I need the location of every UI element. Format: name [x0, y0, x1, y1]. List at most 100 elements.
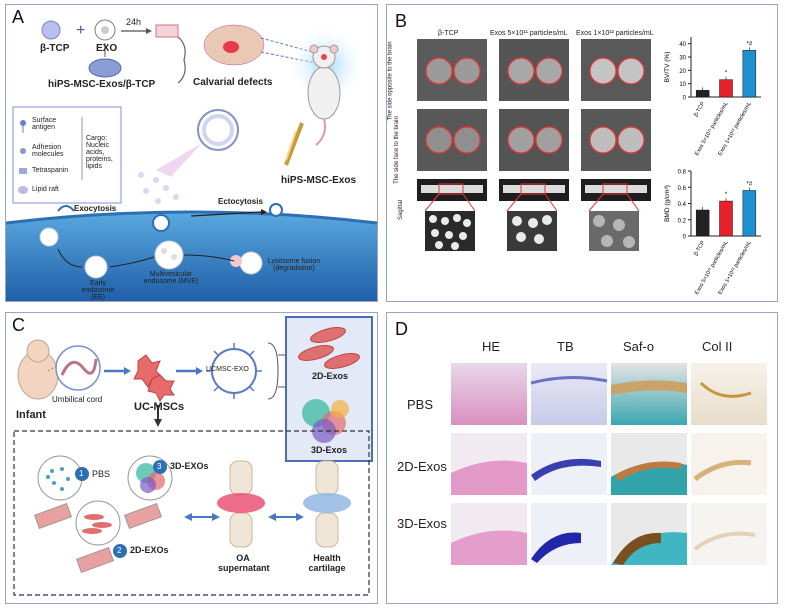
scaffold-icon — [88, 58, 122, 78]
exo-label: EXO — [96, 43, 118, 54]
composite-label: hiPS-MSC-Exos/β-TCP — [48, 79, 156, 90]
mouse-icon — [307, 66, 341, 120]
bvtv-ytick-label-2: 20 — [679, 69, 686, 75]
bmd-ytick-label-2: 0.4 — [678, 202, 687, 208]
microct-grid — [417, 39, 651, 251]
row-2d-exos: 2D-Exos — [397, 459, 447, 474]
bmd-ytick-label-0: 0 — [683, 235, 687, 241]
msc-cells-icon — [133, 354, 175, 402]
bvtv-bar-0 — [695, 90, 710, 98]
microct-row-2 — [417, 109, 651, 171]
bvtv-ytick-label-1: 10 — [679, 82, 686, 88]
lysosome-label: Lysosome fusion (degradation) — [267, 258, 321, 272]
step-1-number: 1 — [79, 469, 84, 478]
histology-grid — [451, 363, 767, 565]
umbilical-cord-icon — [55, 345, 101, 391]
bvtv-ytick-label-3: 30 — [679, 56, 686, 62]
well-plate-icon — [155, 24, 179, 38]
legend-tetraspanin: Tetraspanin — [32, 167, 69, 174]
cell-membrane — [6, 212, 377, 301]
col-safo: Saf-o — [623, 339, 655, 354]
bmd-ytick-label-1: 0.2 — [678, 218, 687, 224]
histology-row-3d-exos — [451, 503, 767, 565]
col-col2: Col II — [702, 339, 733, 354]
legend-cargo: Cargo: Nucleic acids, proteins, lipids — [86, 135, 113, 170]
bvtv-bar-1 — [719, 79, 733, 98]
legend-box — [12, 106, 122, 204]
panel-d: D HE TB Saf-o Col II PBS 2D-Exos 3D-Exos — [386, 312, 778, 604]
experiment-box — [13, 430, 370, 596]
legend-surface: Surface antigen — [32, 117, 57, 131]
histology-row-pbs — [451, 363, 767, 425]
bvtv-ylabel: BV/TV (%) — [664, 52, 671, 83]
umbilical-label: Umbilical cord — [52, 395, 103, 404]
plus-icon: + — [76, 22, 85, 39]
3d-exos-label: 3D-Exos — [311, 445, 348, 455]
early-endosome-label: Early endosome (EE) — [81, 280, 115, 301]
bvtv-annotation-1: * — [725, 71, 728, 77]
step-2-number: 2 — [117, 546, 122, 555]
panel-a-illustration: + — [6, 19, 377, 301]
3d-exos-step-label: 3D-EXOs — [170, 461, 209, 471]
bracket-icon — [177, 36, 186, 84]
row-pbs: PBS — [407, 397, 434, 412]
bmd-ylabel: BMD (g/cm³) — [664, 185, 671, 222]
col-label-exos-1e12: Exos 1×10¹² particles/mL — [576, 30, 654, 37]
panel-b: B β-TCP Exos 5×10¹¹ particles/mL Exos 1×… — [386, 4, 778, 302]
bvtv-category-0: β-TCP — [693, 101, 706, 118]
col-label-exos-5e11: Exos 5×10¹¹ particles/mL — [490, 30, 568, 37]
exocytosis-label: Exocytosis — [74, 204, 117, 213]
legend-lipid: Lipid raft — [32, 186, 59, 193]
row-label-opposite: The side opposite to the brain — [387, 41, 394, 121]
microct-row-sagittal — [417, 179, 651, 212]
health-cartilage-label: Health cartilage — [308, 553, 346, 573]
healthy-joint-icon — [303, 460, 351, 548]
bmd-bar-0 — [695, 209, 710, 237]
mve-icon — [154, 240, 184, 270]
row-3d-exos: 3D-Exos — [397, 516, 447, 531]
row-label-sagittal: Sagittal — [398, 199, 405, 221]
pbs-label: PBS — [92, 469, 111, 479]
panel-c: C Infant Umbilical cord UC-MSCs UCMSC-EX… — [5, 312, 378, 604]
microct-row-1 — [417, 39, 651, 101]
col-he: HE — [482, 339, 501, 354]
oa-joint-icon — [217, 460, 265, 548]
calvarial-label: Calvarial defects — [193, 77, 273, 88]
bmd-annotation-1: * — [725, 192, 728, 198]
row-label-face: The side face to the brain — [393, 116, 400, 184]
bmd-bar-1 — [719, 200, 733, 237]
panel-c-label: C — [12, 315, 25, 335]
pbs-dish-icon — [37, 455, 83, 501]
ucmsc-exo-label: UCMSC-EXO — [206, 366, 249, 373]
btcp-label: β-TCP — [40, 43, 70, 54]
syringe-icon — [284, 122, 304, 166]
ectocytosis-label: Ectocytosis — [218, 197, 263, 206]
mve-label: Multivesicular endosome (MVE) — [143, 271, 199, 285]
legend-adhesion: Adhesion molecules — [32, 144, 64, 158]
3d-exos-scatter — [302, 399, 349, 443]
bmd-ytick-label-3: 0.6 — [678, 186, 687, 192]
bmd-annotation-2: *# — [746, 182, 752, 188]
btcp-granule-icon — [41, 20, 61, 40]
2d-exos-step-label: 2D-EXOs — [130, 545, 169, 555]
oa-supernatant-label: OA supernatant — [218, 553, 270, 573]
panel-b-label: B — [395, 11, 408, 31]
panel-c-illustration — [13, 316, 373, 596]
bvtv-ytick-label-4: 40 — [679, 42, 686, 48]
col-label-btcp: β-TCP — [438, 30, 459, 37]
bmd-ytick-label-4: 0.8 — [678, 170, 687, 176]
lysosome-icon — [239, 251, 263, 275]
time-label: 24h — [126, 17, 142, 27]
bvtv-ytick-label-0: 0 — [683, 96, 687, 102]
bmd-bar-2 — [742, 190, 757, 237]
histology-row-2d-exos — [451, 433, 767, 495]
hips-msc-exos-label: hiPS-MSC-Exos — [281, 175, 357, 186]
microct-zoom-row — [425, 211, 639, 251]
col-tb: TB — [557, 339, 574, 354]
step-3-number: 3 — [157, 462, 162, 471]
uc-mscs-label: UC-MSCs — [134, 401, 185, 413]
early-endosome-icon — [84, 255, 108, 279]
panel-a-label: A — [12, 7, 25, 27]
